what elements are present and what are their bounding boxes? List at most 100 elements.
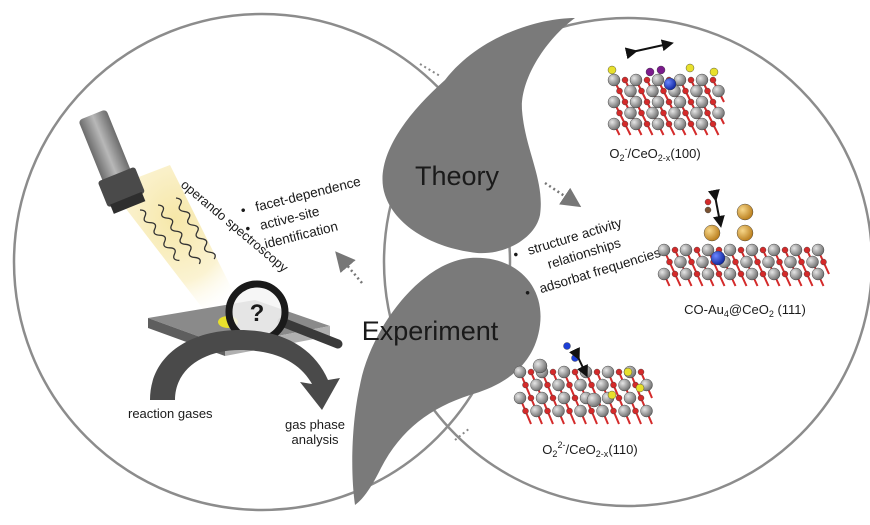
cerium-atom (607, 95, 621, 109)
oxygen-atom (616, 109, 623, 117)
cerium-atom (513, 365, 527, 379)
oxygen-atom (527, 368, 535, 376)
wave-line-1 (139, 209, 180, 262)
cerium-atom (712, 106, 725, 120)
cerium-atom (784, 255, 797, 269)
analysis-label-line1: gas phase (285, 417, 345, 432)
oxygen-atom (571, 394, 579, 402)
gold-atom (736, 224, 754, 242)
surface-oxygen-atom (685, 63, 695, 73)
cerium-atom (657, 243, 671, 257)
cerium-atom (607, 73, 621, 87)
cerium-atom (579, 365, 593, 379)
oxygen-atom (522, 381, 529, 389)
reaction-gases-arrow (150, 330, 340, 410)
cerium-atom (629, 73, 643, 87)
cerium-atom (762, 255, 775, 269)
cerium-atom (701, 267, 715, 281)
wave-line-2 (157, 204, 201, 265)
oxygen-atom (709, 76, 717, 84)
surface-oxygen-atom (709, 67, 719, 77)
oxygen-atom (759, 246, 767, 254)
cerium-atom (789, 267, 803, 281)
theory-label: Theory (415, 161, 500, 191)
dotted-bottom-link (454, 427, 471, 441)
oxygen-atom (704, 87, 711, 95)
oxygen-atom (549, 368, 557, 376)
theory-lobe (382, 18, 575, 254)
oxygen-atom (643, 76, 651, 84)
oxygen-atom (754, 258, 761, 266)
oxygen-atom (638, 87, 645, 95)
cerium-atom (601, 365, 615, 379)
adsorbed-oxygen-atom (656, 65, 666, 75)
spectroscopy-beam (110, 165, 240, 318)
experiment-lobe (352, 257, 541, 505)
cerium-atom (811, 243, 825, 257)
cerium-atom (623, 391, 637, 405)
cerium-atom (674, 255, 687, 269)
cerium-atom (574, 404, 587, 418)
double-arrow-2 (707, 188, 725, 228)
oxygen-atom (632, 407, 639, 415)
cerium-atom (673, 95, 687, 109)
cerium-atom (745, 267, 759, 281)
structure-o2-ceo2-110 (513, 342, 653, 425)
oxygen-atom (615, 368, 623, 376)
question-mark: ? (250, 300, 265, 327)
oxygen-atom (671, 270, 679, 278)
oxygen-atom (643, 98, 651, 106)
cerium-atom (646, 106, 659, 120)
cerium-atom (767, 243, 781, 257)
co-carbon-atom (704, 206, 712, 214)
left-bullet-dot: • (239, 202, 247, 218)
oxygen-atom (544, 381, 551, 389)
cerium-atom (535, 391, 549, 405)
oxygen-atom (588, 381, 595, 389)
oxygen-atom (687, 76, 695, 84)
left-bullet-dot: • (244, 221, 252, 237)
oxygen-atom (682, 87, 689, 95)
cerium-atom (552, 404, 565, 418)
oxygen-atom (715, 270, 723, 278)
cerium-atom (668, 106, 681, 120)
oxygen-atom (638, 109, 645, 117)
experiment-to-left-arrow (335, 251, 363, 284)
gold-atom (703, 224, 721, 242)
cerium-atom (629, 117, 643, 131)
oxygen-atom (687, 120, 695, 128)
oxygen-atom (776, 258, 783, 266)
dotted-top-link (419, 63, 441, 77)
cerium-atom (740, 255, 753, 269)
cerium-atom (695, 117, 709, 131)
cerium-atom (618, 404, 631, 418)
cerium-atom (657, 267, 671, 281)
right-bullet-dot: • (523, 285, 532, 301)
adsorbed-oxygen-atom (563, 342, 571, 350)
cerium-atom (723, 267, 737, 281)
oxygen-atom (737, 246, 745, 254)
oxygen-atom (621, 76, 629, 84)
cerium-atom (532, 358, 548, 374)
oxygen-atom (621, 98, 629, 106)
oxygen-atom (637, 394, 645, 402)
oxygen-atom (693, 246, 701, 254)
oxygen-atom (660, 109, 667, 117)
magnifier-icon: ? (225, 280, 343, 349)
cerium-atom (701, 243, 715, 257)
cerium-atom (530, 404, 543, 418)
cerium-atom (690, 84, 703, 98)
oxygen-atom (693, 270, 701, 278)
cerium-atom (695, 95, 709, 109)
oxygen-atom (666, 258, 673, 266)
oxygen-atom (621, 120, 629, 128)
cerium-atom (557, 365, 571, 379)
cerium-atom (690, 106, 703, 120)
cerium-atom (513, 391, 527, 405)
cerium-atom (806, 255, 819, 269)
oxygen-atom (610, 381, 617, 389)
oxygen-atom (732, 258, 739, 266)
cerium-atom (745, 243, 759, 257)
oxygen-atom (781, 270, 789, 278)
